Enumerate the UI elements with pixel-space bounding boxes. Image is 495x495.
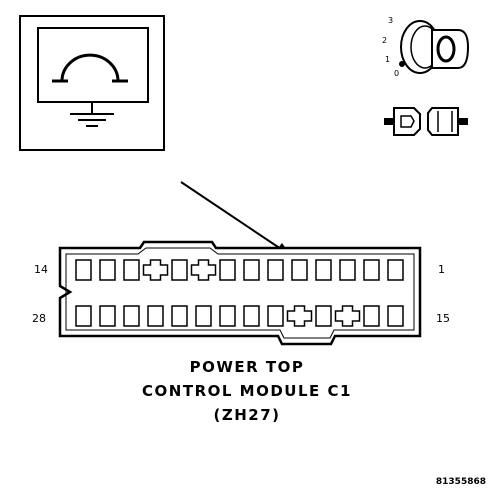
connector-key-top <box>142 259 169 281</box>
pin-cavity-bottom <box>363 305 380 327</box>
pin-cavity-bottom <box>123 305 140 327</box>
pin-cavity-top <box>267 259 284 281</box>
ignition-position-0: 0 <box>394 69 399 78</box>
ignition-position-3: 3 <box>388 16 393 25</box>
pin-cavity-top <box>387 259 404 281</box>
pin-label-15: 15 <box>436 312 450 325</box>
pin-cavity-bottom <box>243 305 260 327</box>
pin-cavity-top <box>219 259 236 281</box>
ignition-key-icon: 3 2 1 0 <box>382 16 470 78</box>
connector-key-bottom <box>334 305 361 327</box>
pin-cavity-top <box>315 259 332 281</box>
pin-label-14: 14 <box>34 263 48 276</box>
pin-cavity-top <box>75 259 92 281</box>
pin-cavity-bottom <box>147 305 164 327</box>
disconnect-connector-icon <box>384 107 468 136</box>
ignition-position-1: 1 <box>385 55 390 64</box>
caption-line-3: (ZH27) <box>213 406 280 424</box>
connector-key-top <box>190 259 217 281</box>
pin-cavity-top <box>99 259 116 281</box>
connector-key-bottom <box>286 305 313 327</box>
ohmmeter-icon <box>19 15 165 151</box>
pin-cavity-top <box>339 259 356 281</box>
caption-line-1: POWER TOP <box>190 358 305 376</box>
caption-line-2: CONTROL MODULE C1 <box>142 382 352 400</box>
pin-cavity-top <box>291 259 308 281</box>
pin-label-28: 28 <box>32 312 46 325</box>
pin-cavity-bottom <box>315 305 332 327</box>
pin-cavity-bottom <box>387 305 404 327</box>
pin-cavity-top <box>243 259 260 281</box>
pin-cavity-bottom <box>195 305 212 327</box>
pin-cavity-bottom <box>267 305 284 327</box>
pin-cavity-top <box>171 259 188 281</box>
connector-body <box>58 240 422 346</box>
pin-label-1: 1 <box>438 263 445 276</box>
pin-cavity-bottom <box>171 305 188 327</box>
pin-cavity-top <box>363 259 380 281</box>
pin-cavity-bottom <box>219 305 236 327</box>
figure-id: 81355868 <box>436 477 486 487</box>
pin-cavity-bottom <box>75 305 92 327</box>
pin-cavity-top <box>123 259 140 281</box>
ignition-position-2: 2 <box>382 36 387 45</box>
pin-cavity-bottom <box>99 305 116 327</box>
